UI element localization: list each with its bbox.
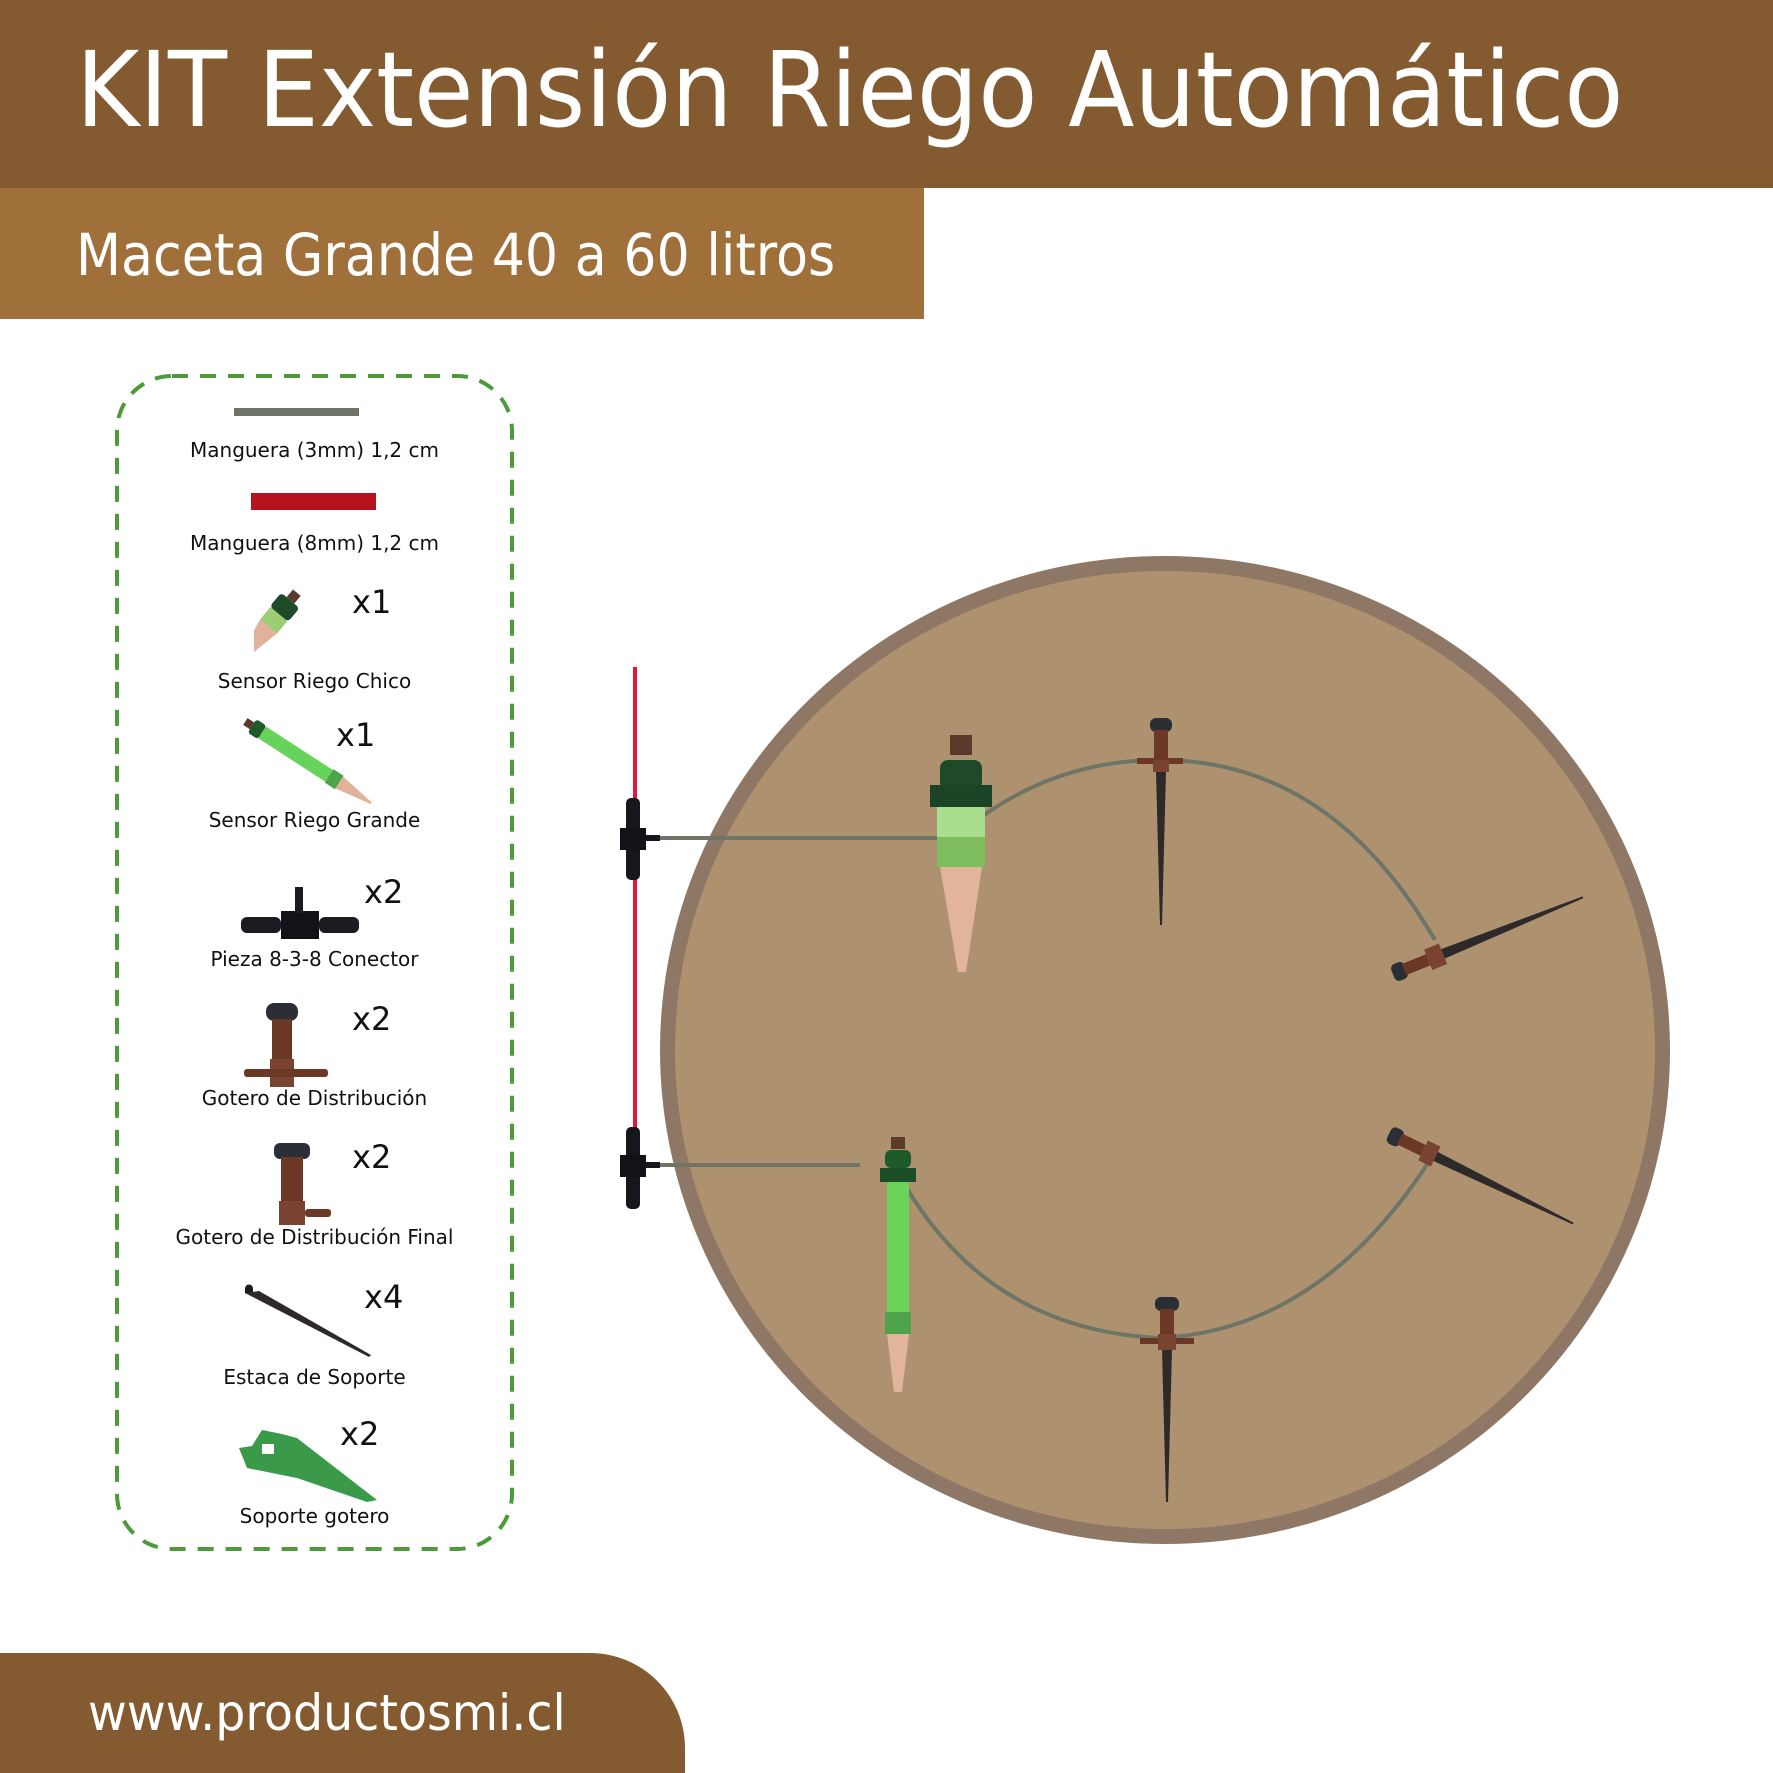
quantity-label: x2	[352, 1000, 392, 1038]
kit-item-label: Estaca de Soporte	[223, 1365, 406, 1389]
kit-item-label: Manguera (8mm) 1,2 cm	[190, 531, 439, 555]
dripper-bottom	[1140, 1297, 1194, 1502]
small-watering-sensor-icon	[254, 589, 301, 663]
pot-soil	[675, 571, 1655, 1529]
kit-item-label: Soporte gotero	[239, 1504, 390, 1528]
pot-installation-diagram	[620, 556, 1670, 1544]
quantity-label: x1	[336, 716, 376, 754]
dripper-top	[1137, 718, 1183, 925]
kit-item-label: Sensor Riego Chico	[217, 669, 412, 693]
quantity-label: x1	[352, 583, 392, 621]
kit-contents-panel: Manguera (3mm) 1,2 cm Manguera (8mm) 1,2…	[114, 373, 515, 1552]
subheader-banner: Maceta Grande 40 a 60 litros	[0, 188, 924, 319]
kit-item-label: Gotero de Distribución	[201, 1086, 428, 1110]
page-subtitle: Maceta Grande 40 a 60 litros	[76, 221, 836, 289]
t-connector-icon	[241, 887, 359, 939]
red-hose-8mm-icon	[251, 493, 376, 510]
main-hose-8mm	[633, 667, 637, 1137]
small-watering-sensor	[930, 735, 992, 972]
quantity-label: x2	[352, 1138, 392, 1176]
final-distribution-dripper-icon	[274, 1143, 331, 1225]
kit-item-label: Sensor Riego Grande	[208, 808, 421, 832]
page-title: KIT Extensión Riego Automático	[76, 29, 1624, 151]
footer-banner: www.productosmi.cl	[0, 1653, 685, 1773]
kit-item-label: Gotero de Distribución Final	[175, 1225, 454, 1249]
website-link[interactable]: www.productosmi.cl	[88, 1684, 566, 1742]
large-watering-sensor-icon	[243, 718, 372, 805]
dripper-right-upper	[1391, 896, 1584, 981]
header-banner: KIT Extensión Riego Automático	[0, 0, 1773, 188]
quantity-label: x4	[364, 1278, 404, 1316]
dripper-right-lower	[1386, 1127, 1574, 1225]
t-connector-top	[620, 798, 660, 880]
kit-item-label: Manguera (3mm) 1,2 cm	[190, 438, 439, 462]
dashed-border	[115, 374, 514, 1551]
quantity-label: x2	[364, 873, 404, 911]
gray-hose-3mm-icon	[234, 408, 359, 416]
quantity-label: x2	[340, 1415, 380, 1453]
large-watering-sensor	[880, 1137, 916, 1392]
dripper-support-icon	[239, 1430, 377, 1502]
kit-item-label: Pieza 8-3-8 Conector	[210, 947, 419, 971]
distribution-dripper-icon	[244, 1003, 328, 1087]
t-connector-bottom	[620, 1127, 660, 1209]
support-stake-icon	[245, 1284, 371, 1357]
